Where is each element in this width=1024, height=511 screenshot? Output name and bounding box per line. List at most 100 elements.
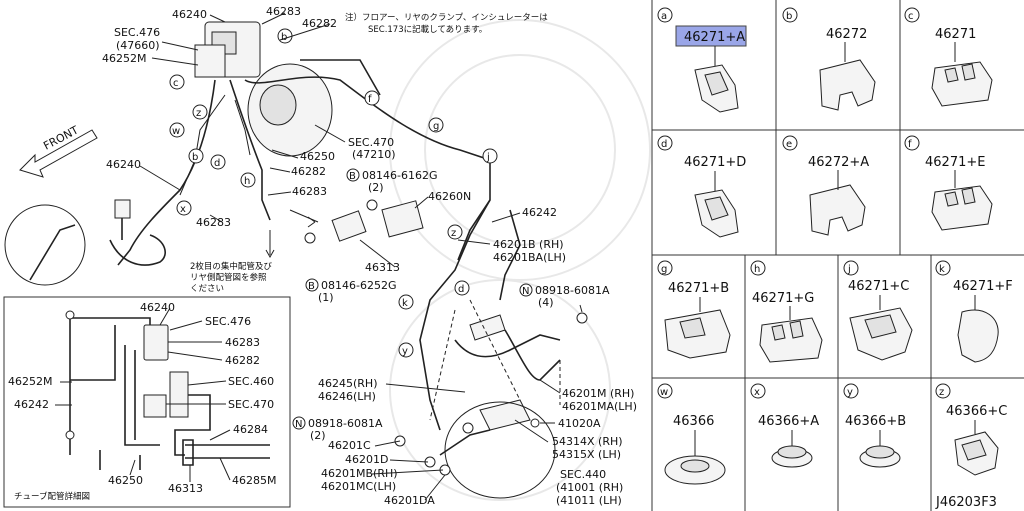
grid-cell-g-letter: g <box>661 264 667 275</box>
inset-label-46313: 46313 <box>168 482 203 495</box>
label-46201ma: 46201MA(LH) <box>562 400 637 413</box>
inset-label-46242: 46242 <box>14 398 49 411</box>
label-nut-6081a-bot-qty: (2) <box>310 429 326 442</box>
callout-b: b <box>281 32 287 43</box>
grid-cell-j[interactable]: j 46271+C <box>843 260 913 361</box>
label-46201c: 46201C <box>328 439 371 452</box>
label-46283-top: 46283 <box>266 5 301 18</box>
label-46245: 46245(RH) <box>318 377 378 390</box>
grid-cell-d-letter: d <box>661 139 667 150</box>
inset-label-sec476: SEC.476 <box>205 315 251 328</box>
grid-cell-e[interactable]: e 46272+A <box>782 135 869 236</box>
bracket-46260N <box>381 200 424 238</box>
grid-cell-x[interactable]: x 46366+A <box>750 383 819 468</box>
inset-label-sec460: SEC.460 <box>228 375 274 388</box>
label-46246: 46246(LH) <box>318 390 376 403</box>
grid-cell-z[interactable]: z 46366+C <box>935 383 1007 476</box>
svg-text:N: N <box>522 286 529 297</box>
label-46282-top: 46282 <box>302 17 337 30</box>
grid-cell-k-letter: k <box>939 264 945 275</box>
inset-actuator <box>143 324 169 361</box>
inset-caption: チューブ配管詳細図 <box>14 491 90 502</box>
grid-cell-z-letter: z <box>939 387 944 398</box>
front-label: FRONT <box>41 123 81 152</box>
label-46240-top: 46240 <box>172 8 207 21</box>
inset-label-46252m: 46252M <box>8 375 52 388</box>
callout-x: x <box>180 204 186 215</box>
callout-d-1: d <box>214 158 220 169</box>
label-bolt-6162g: 08146-6162G <box>362 169 437 182</box>
grid-cell-k[interactable]: k 46271+F <box>935 260 1013 363</box>
bracket-46313 <box>331 210 367 242</box>
grid-cell-w-letter: w <box>660 387 668 398</box>
parts-grid: a 46271+A b 46272 c 46271 d 46271+D <box>651 0 1024 511</box>
jp-note-1: 2枚目の集中配管及び <box>190 261 272 272</box>
svg-text:B: B <box>308 281 315 292</box>
grid-cell-b[interactable]: b 46272 <box>782 7 876 111</box>
grid-cell-y-part: 46366+B <box>845 414 906 429</box>
grid-cell-w[interactable]: w 46366 <box>657 383 726 485</box>
inset-label-46240: 46240 <box>140 301 175 314</box>
grid-cell-j-letter: j <box>847 264 851 275</box>
inset-label-46282: 46282 <box>225 354 260 367</box>
grid-cell-h-part: 46271+G <box>752 291 814 306</box>
grid-cell-x-part: 46366+A <box>758 414 819 429</box>
label-sec476-sub: (47660) <box>116 39 160 52</box>
grid-cell-a-highlight <box>675 25 747 47</box>
tube-detail-inset: 46240 SEC.476 46283 46282 46252M SEC.460… <box>3 296 291 508</box>
label-46201mc: 46201MC(LH) <box>321 480 396 493</box>
grid-cell-f[interactable]: f 46271+E <box>904 135 993 231</box>
inset-label-46250: 46250 <box>108 474 143 487</box>
label-nut-6081a-top: 08918-6081A <box>535 284 610 297</box>
grid-cell-h[interactable]: h 46271+G <box>750 260 823 363</box>
label-46201mb: 46201MB(RH) <box>321 467 398 480</box>
inset-label-sec470: SEC.470 <box>228 398 274 411</box>
label-sec476: SEC.476 <box>114 26 160 39</box>
label-41020a: 41020A <box>558 417 601 430</box>
label-46260n: 46260N <box>428 190 471 203</box>
diagram-code: J46203F3 <box>935 495 997 510</box>
callout-g: f <box>368 94 372 105</box>
grid-cell-g-part: 46271+B <box>668 281 729 296</box>
grid-cell-e-letter: e <box>786 139 792 150</box>
callout-h-1: h <box>244 176 250 187</box>
grid-cell-d[interactable]: d 46271+D <box>657 135 746 238</box>
main-assembly <box>4 21 588 499</box>
grid-cell-y-letter: y <box>847 387 853 398</box>
main-labels: 46240 46283 46282 SEC.476 (47660) 46252M… <box>102 5 637 507</box>
label-46201ba: 46201BA(LH) <box>493 251 566 264</box>
label-nut-6081a-bot: 08918-6081A <box>308 417 383 430</box>
grid-cell-h-letter: h <box>754 264 760 275</box>
label-41001: (41001 (RH) <box>556 481 623 494</box>
callout-z-1: z <box>196 108 201 119</box>
callout-z-2: z <box>451 228 456 239</box>
grid-cell-c[interactable]: c 46271 <box>904 7 993 107</box>
grid-cell-b-letter: b <box>786 11 792 22</box>
label-nut-6081a-top-qty: (4) <box>538 296 554 309</box>
grid-cell-y[interactable]: y 46366+B <box>843 383 906 468</box>
callout-d-2: d <box>458 284 464 295</box>
grid-cell-f-letter: f <box>908 139 912 150</box>
inset-sec460-block <box>169 371 189 418</box>
grid-cell-b-part: 46272 <box>826 27 867 42</box>
label-sec470: SEC.470 <box>348 136 394 149</box>
label-sec440: SEC.440 <box>560 468 606 481</box>
note-line-1: 注）フロアー、リヤのクランプ、インシュレーターは <box>345 12 548 23</box>
grid-cell-a-letter: a <box>661 11 667 22</box>
grid-cell-a[interactable]: a 46271+A <box>657 7 747 113</box>
inset-sec470-block <box>143 394 167 418</box>
label-bolt-6252g: 08146-6252G <box>321 279 396 292</box>
svg-text:B: B <box>349 171 356 182</box>
grid-cell-w-part: 46366 <box>673 414 714 429</box>
grid-cell-g[interactable]: g 46271+B <box>657 260 731 359</box>
label-bolt-6252g-qty: (1) <box>318 291 334 304</box>
label-46313: 46313 <box>365 261 400 274</box>
callout-k: k <box>402 298 408 309</box>
grid-cell-c-letter: c <box>908 11 914 22</box>
grid-cell-j-part: 46271+C <box>848 279 909 294</box>
inset-label-46284: 46284 <box>233 423 268 436</box>
note-line-2: SEC.173に記載してあります。 <box>368 24 487 35</box>
label-46282-mid: 46282 <box>291 165 326 178</box>
label-54314x: 54314X (RH) <box>552 435 623 448</box>
